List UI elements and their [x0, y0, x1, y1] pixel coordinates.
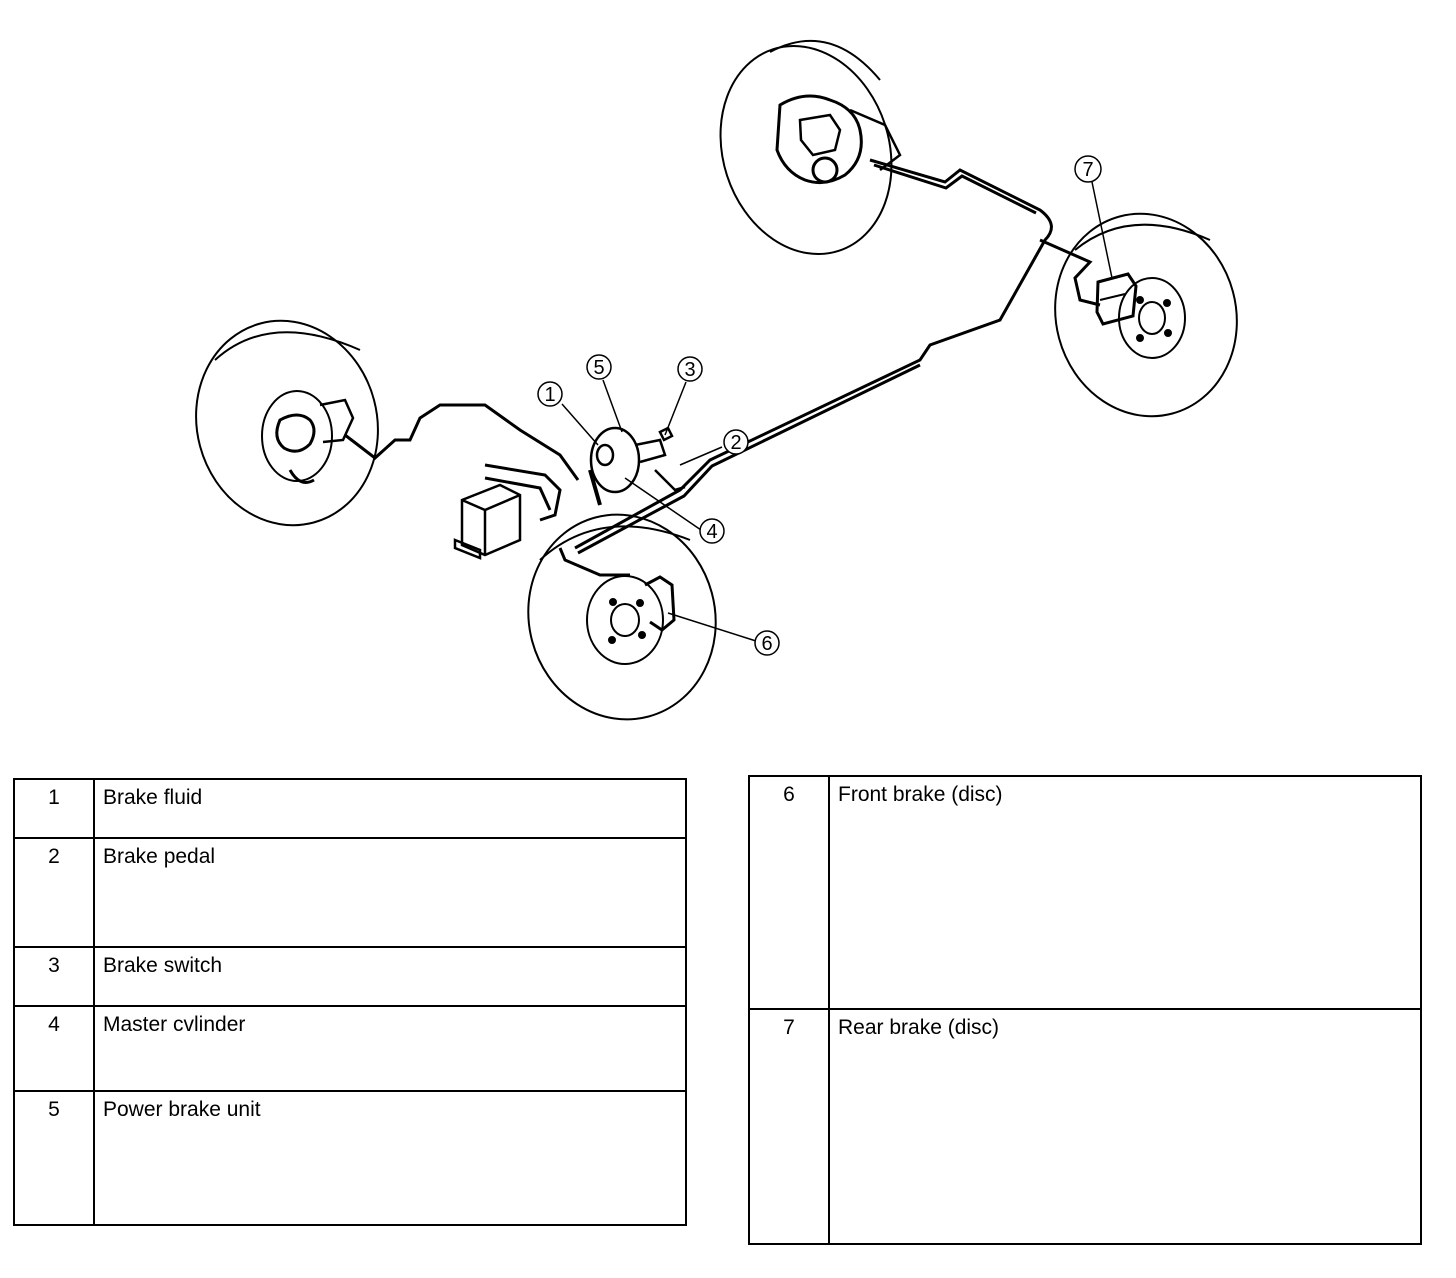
table-row: 7 Rear brake (disc): [748, 1008, 1422, 1245]
table-row: 1 Brake fluid: [13, 778, 687, 839]
legend-label: Rear brake (disc): [828, 1008, 1422, 1245]
callout-3-number: 3: [684, 359, 695, 381]
callout-1: 1: [537, 381, 563, 407]
front-left-wheel: [195, 319, 379, 527]
legend-number: 5: [13, 1090, 95, 1226]
callout-2-number: 2: [730, 432, 741, 454]
legend-number: 2: [13, 837, 95, 948]
callout-5-number: 5: [593, 357, 604, 379]
legend-label: Brake switch: [93, 946, 687, 1007]
table-row: 5 Power brake unit: [13, 1090, 687, 1226]
callout-6-number: 6: [761, 633, 772, 655]
abs-hydraulic-unit: [453, 483, 522, 560]
brake-system-diagram: 1 5 3 2 4 6 7: [195, 39, 1238, 721]
rear-right-wheel: [1054, 212, 1238, 418]
callout-7: 7: [1074, 155, 1102, 183]
callout-1-number: 1: [544, 384, 555, 406]
callout-3: 3: [677, 356, 703, 382]
legend-number: 1: [13, 778, 95, 839]
legend-label: Front brake (disc): [828, 775, 1422, 1010]
table-row: 2 Brake pedal: [13, 837, 687, 948]
callout-5: 5: [586, 354, 612, 380]
power-brake-assembly: [588, 426, 686, 506]
rear-left-wheel: [719, 39, 902, 256]
legend-label: Master cvlinder: [93, 1005, 687, 1092]
table-row: 3 Brake switch: [13, 946, 687, 1007]
legend-table-left: 1 Brake fluid 2 Brake pedal 3 Brake swit…: [13, 778, 687, 1226]
table-row: 4 Master cvlinder: [13, 1005, 687, 1092]
legend-number: 4: [13, 1005, 95, 1092]
callout-7-number: 7: [1082, 159, 1093, 181]
brake-lines: [344, 158, 1101, 577]
callout-4-number: 4: [706, 521, 717, 543]
legend-label: Brake pedal: [93, 837, 687, 948]
legend-label: Power brake unit: [93, 1090, 687, 1226]
legend-number: 6: [748, 775, 830, 1010]
table-row: 6 Front brake (disc): [748, 775, 1422, 1010]
callout-leaders: [561, 181, 1113, 642]
legend-table-right: 6 Front brake (disc) 7 Rear brake (disc): [748, 775, 1422, 1245]
callout-4: 4: [699, 518, 725, 544]
legend-number: 3: [13, 946, 95, 1007]
legend-number: 7: [748, 1008, 830, 1245]
legend-label: Brake fluid: [93, 778, 687, 839]
callout-2: 2: [723, 429, 749, 455]
callout-6: 6: [754, 630, 780, 656]
